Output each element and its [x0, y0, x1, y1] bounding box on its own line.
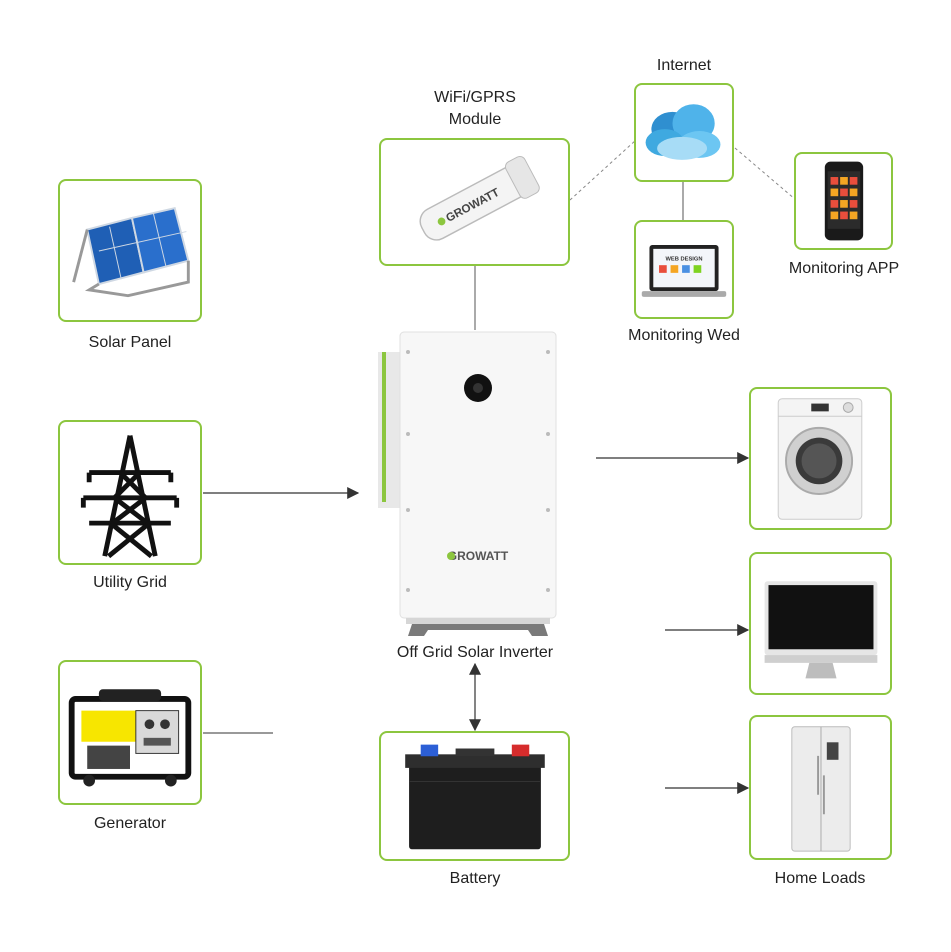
- cloud-icon: [645, 104, 721, 160]
- inverter-icon: GROWATT: [378, 331, 557, 636]
- generator-label: Generator: [93, 815, 167, 832]
- internet-box: [634, 83, 734, 182]
- monitor-box: [749, 552, 892, 695]
- inverter-label: Off Grid Solar Inverter: [396, 644, 554, 661]
- battery-icon: [405, 744, 545, 850]
- wifi-module-box: GROWATT: [379, 138, 570, 266]
- generator-icon: [68, 689, 192, 787]
- monitoring-app-label: Monitoring APP: [788, 260, 900, 277]
- refrigerator-box: [749, 715, 892, 860]
- refrigerator-icon: [791, 726, 851, 852]
- generator-box: [58, 660, 202, 805]
- monitoring-app-box: [794, 152, 893, 250]
- monitoring-web-label: Monitoring Wed: [628, 327, 740, 344]
- wifi-internet-line: [569, 139, 637, 201]
- utility-grid-box: [58, 420, 202, 565]
- solar-panel-label: Solar Panel: [88, 334, 172, 351]
- smartphone-icon: [824, 161, 864, 241]
- utility-grid-label: Utility Grid: [93, 574, 167, 591]
- wifi-dongle-icon: GROWATT: [419, 155, 540, 241]
- solar-panel-box: [58, 179, 202, 322]
- internet-app-line: [734, 147, 797, 201]
- laptop-icon: WEB DESIGN: [641, 245, 727, 297]
- home-loads-label: Home Loads: [774, 870, 866, 887]
- internet-label: Internet: [656, 57, 712, 74]
- wifi-module-label-line1: WiFi/GPRS: [434, 89, 516, 106]
- wifi-module-label-line2: Module: [448, 111, 502, 128]
- monitor-icon: [764, 581, 878, 679]
- washing-machine-icon: [777, 398, 863, 520]
- web-design-text: WEB DESIGN: [665, 256, 702, 262]
- washing-machine-box: [749, 387, 892, 530]
- transmission-tower-icon: [80, 435, 180, 559]
- battery-label: Battery: [449, 870, 501, 887]
- battery-box: [379, 731, 570, 861]
- solar-panel-icon: [72, 207, 190, 298]
- monitoring-web-box: WEB DESIGN: [634, 220, 734, 319]
- inverter-brand: GROWATT: [448, 549, 509, 563]
